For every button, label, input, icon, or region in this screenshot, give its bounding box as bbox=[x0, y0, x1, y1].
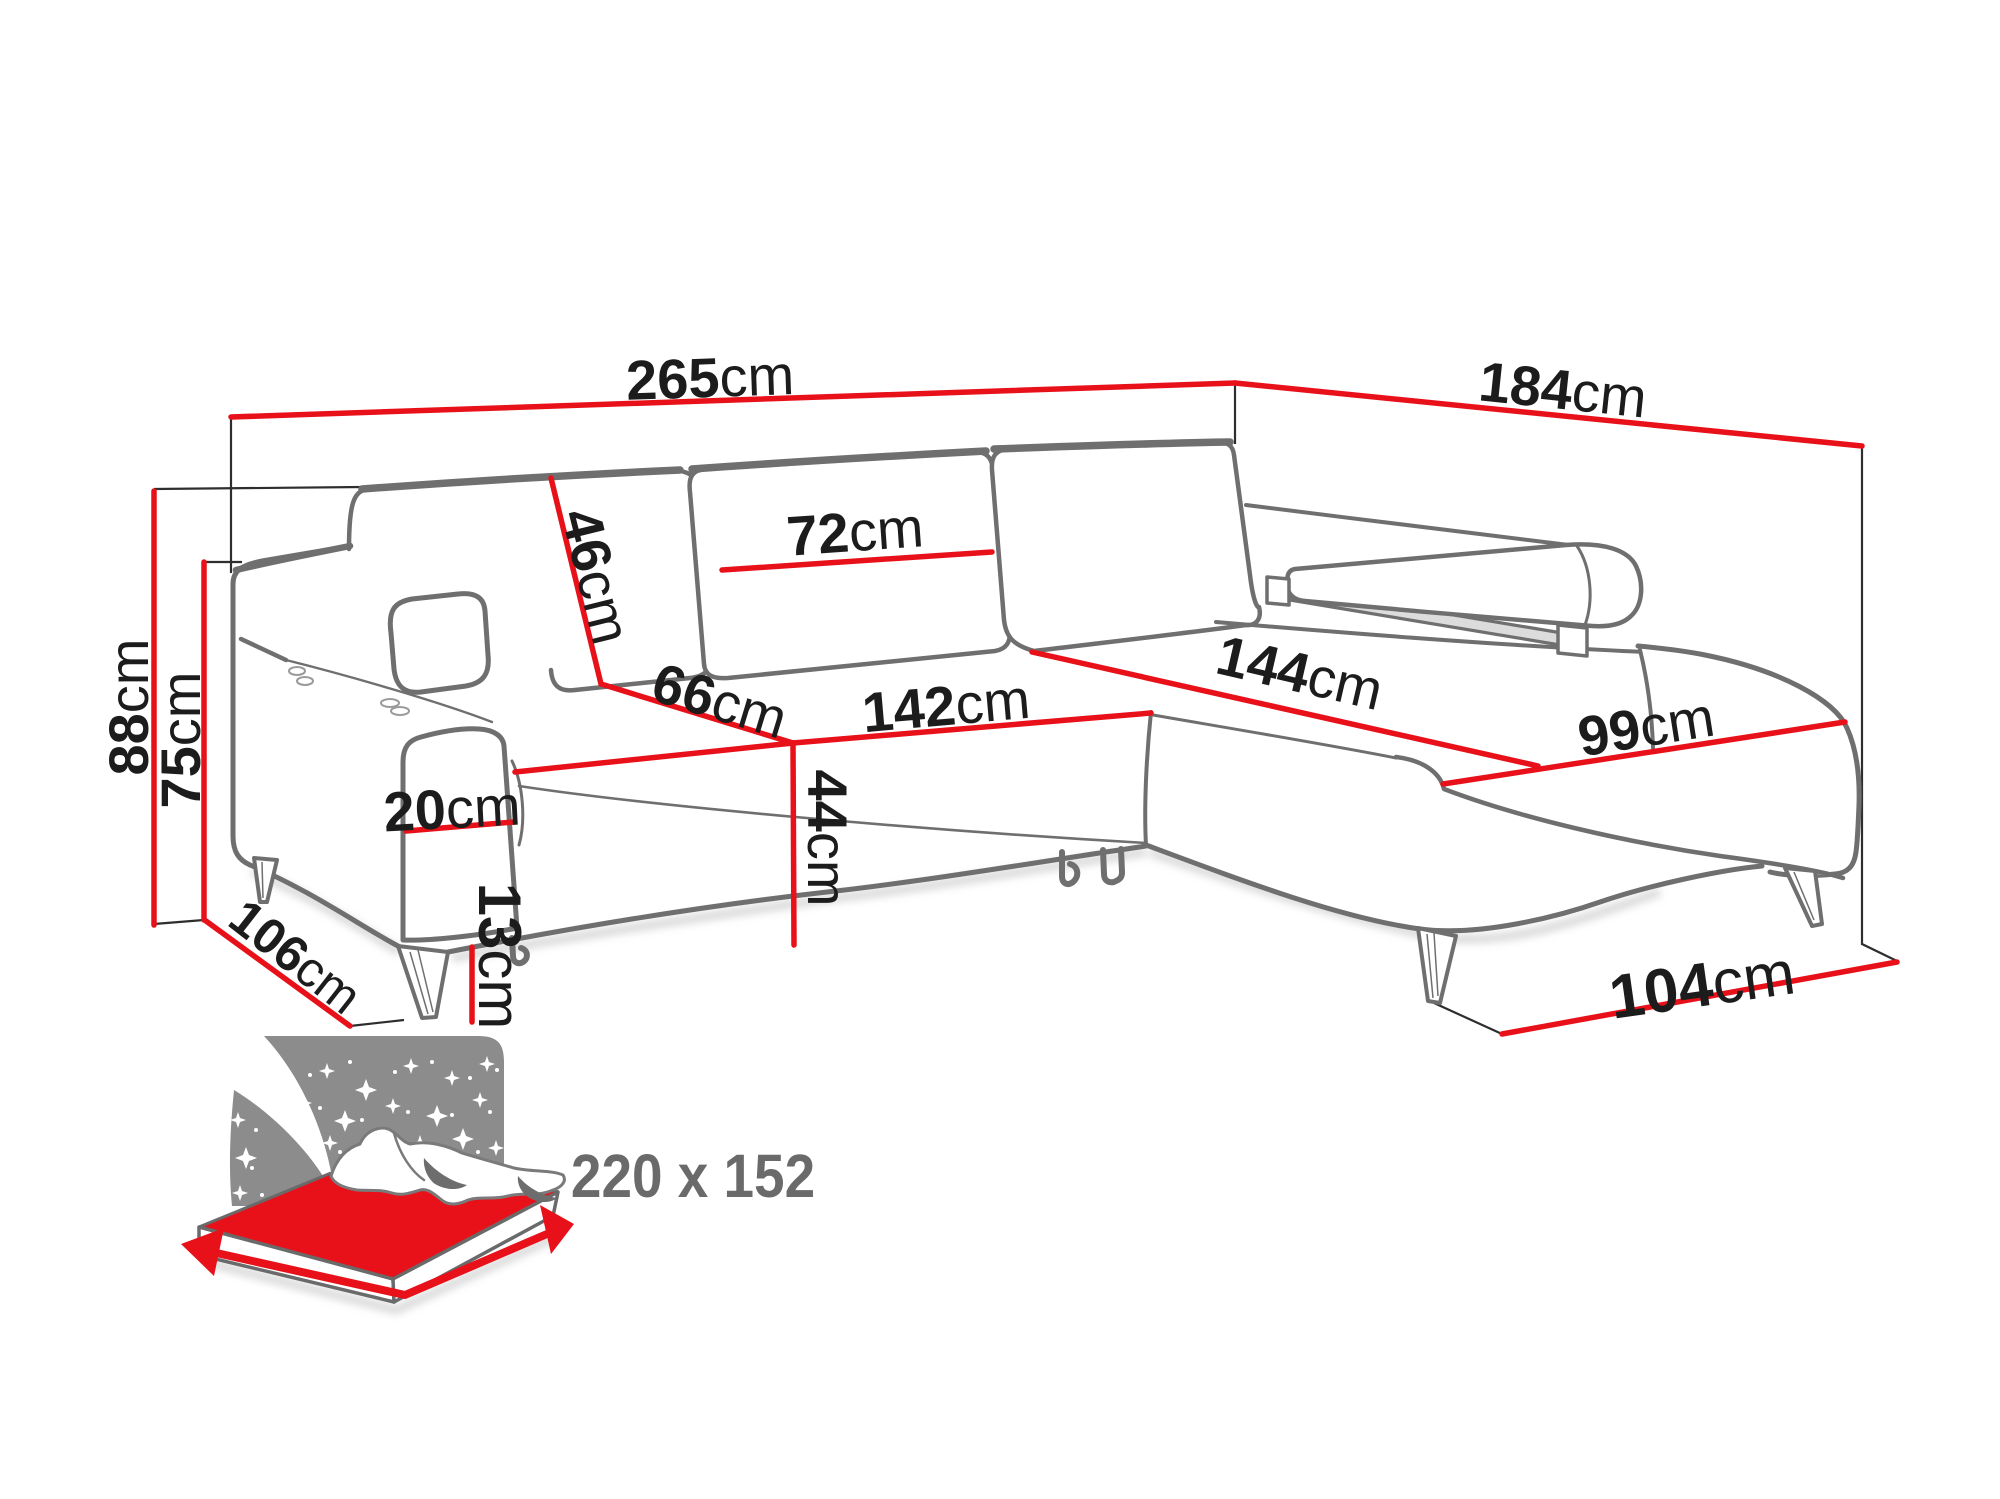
svg-text:104cm: 104cm bbox=[1605, 938, 1799, 1032]
svg-text:265cm: 265cm bbox=[625, 343, 795, 412]
svg-text:75cm: 75cm bbox=[149, 672, 212, 809]
svg-text:44cm: 44cm bbox=[796, 770, 859, 907]
svg-text:13cm: 13cm bbox=[466, 883, 533, 1030]
svg-text:20cm: 20cm bbox=[382, 773, 522, 843]
svg-text:184cm: 184cm bbox=[1476, 349, 1650, 429]
svg-text:142cm: 142cm bbox=[860, 667, 1033, 744]
svg-text:72cm: 72cm bbox=[785, 495, 926, 567]
svg-text:220 x 152: 220 x 152 bbox=[571, 1142, 815, 1210]
svg-text:88cm: 88cm bbox=[97, 639, 160, 776]
svg-text:99cm: 99cm bbox=[1574, 685, 1719, 769]
